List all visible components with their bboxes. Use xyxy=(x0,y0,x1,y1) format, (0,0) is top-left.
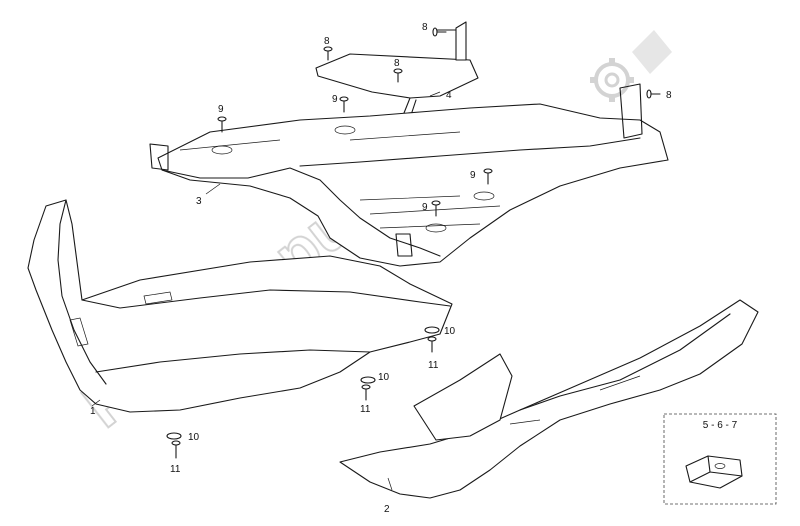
callout-8-top-right: 8 xyxy=(422,22,428,33)
callout-9-left: 9 xyxy=(218,104,224,115)
part-2-front-flap xyxy=(413,353,513,441)
callout-9-lower: 9 xyxy=(422,202,428,213)
gear-icon xyxy=(590,58,634,102)
inset-label: 5 - 6 - 7 xyxy=(703,420,738,431)
clip-nut-icon xyxy=(685,455,743,489)
screw-11c xyxy=(171,440,181,459)
callout-10-center: 10 xyxy=(378,372,390,383)
watermark-leaf-shape xyxy=(632,30,672,74)
callout-8-rear: 8 xyxy=(666,90,672,101)
part-3-hook-left xyxy=(149,143,169,171)
callout-10-right: 10 xyxy=(444,326,456,337)
inset-box: 5 - 6 - 7 xyxy=(663,413,777,505)
screw-11a xyxy=(427,336,437,353)
callout-8-center: 8 xyxy=(394,58,400,69)
callout-1: 1 xyxy=(90,406,96,417)
screw-8d xyxy=(646,89,661,99)
screw-9a xyxy=(217,116,227,133)
screw-8c xyxy=(432,27,447,37)
callout-3: 3 xyxy=(196,196,202,207)
callout-8-left: 8 xyxy=(324,36,330,47)
callout-2: 2 xyxy=(384,504,390,515)
part-3-rear-bracket xyxy=(619,83,643,139)
part-3-footboard xyxy=(149,83,669,267)
screw-9c xyxy=(483,168,493,185)
screw-11b xyxy=(361,384,371,401)
leader-lines xyxy=(91,91,441,491)
part-4-bracket xyxy=(455,21,467,61)
callout-11-right: 11 xyxy=(428,360,439,371)
callout-11-left: 11 xyxy=(170,464,181,475)
callout-9-right: 9 xyxy=(470,170,476,181)
screw-9d xyxy=(431,200,441,217)
part-3-hook-right xyxy=(395,233,413,257)
part-1-pan xyxy=(27,199,453,413)
washer-10a xyxy=(424,326,440,334)
callout-10-left: 10 xyxy=(188,432,200,443)
washer-10b xyxy=(360,376,376,384)
screw-8b xyxy=(393,68,403,83)
fasteners xyxy=(166,27,661,459)
washer-10c xyxy=(166,432,182,440)
callout-9-center: 9 xyxy=(332,94,338,105)
screw-9b xyxy=(339,96,349,113)
screw-8a xyxy=(323,46,333,61)
callout-4: 4 xyxy=(446,90,452,101)
callouts: 1 2 3 4 8 8 8 8 9 9 9 9 10 10 10 11 11 1… xyxy=(90,22,672,515)
callout-11-center: 11 xyxy=(360,404,371,415)
part-2-side-cover xyxy=(339,299,759,499)
